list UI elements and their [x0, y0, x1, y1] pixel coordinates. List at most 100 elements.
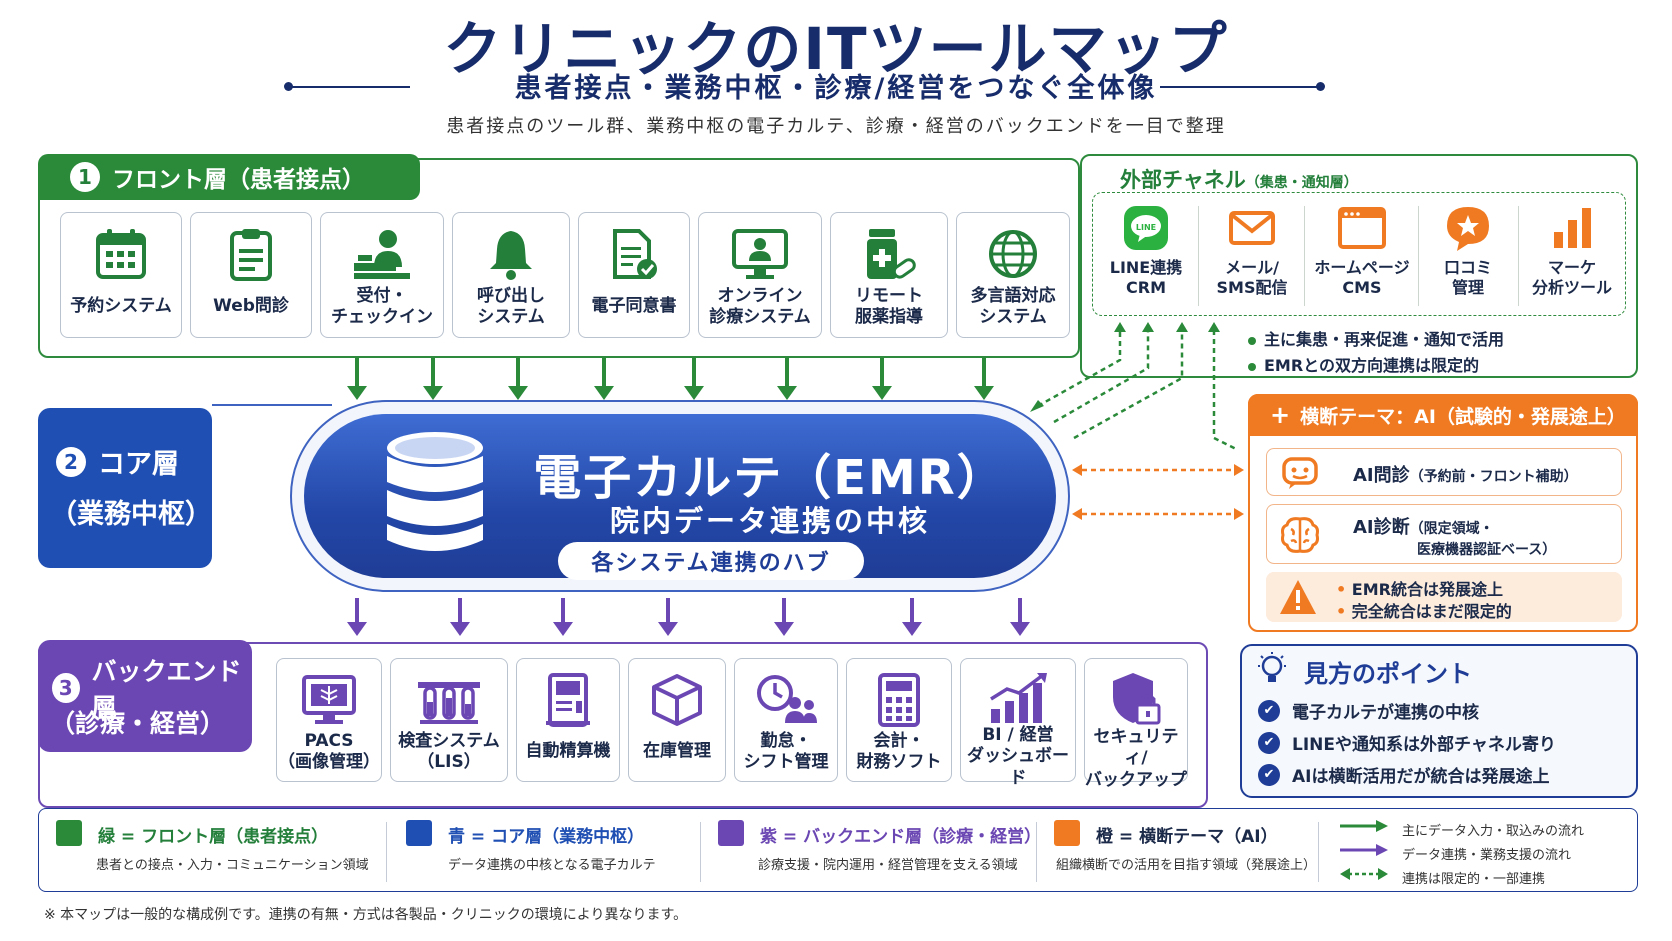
external-item-label: LINE連携 CRM — [1109, 258, 1183, 297]
ai-item-note: （限定領域・ — [1409, 521, 1494, 537]
back-card-label: 会計・ 財務ソフト — [856, 730, 942, 772]
legend-item-front: 緑 = フロント層（患者接点） 患者との接点・入力・コミュニケーション領域 — [56, 820, 369, 873]
payment-kiosk-icon — [544, 671, 592, 729]
ai-item-text: AI問診（予約前・フロント補助） — [1353, 461, 1578, 487]
legend-arrow-desc: 連携は限定的・一部連携 — [1402, 872, 1546, 887]
external-note: 主に集患・再来促進・通知で活用 — [1248, 326, 1504, 350]
external-item-line-crm[interactable]: LINE LINE連携 CRM — [1100, 204, 1192, 298]
external-item-homepage-cms[interactable]: ホームページ CMS — [1308, 204, 1416, 298]
growth-chart-icon — [987, 671, 1049, 725]
divider — [1318, 822, 1319, 882]
back-card-attendance[interactable]: 勤怠・ シフト管理 — [734, 658, 838, 782]
footnote: ※ 本マップは一般的な構成例です。連携の有無・方式は各製品・クリニックの環境によ… — [44, 907, 688, 923]
external-item-label: 口コミ 管理 — [1443, 258, 1492, 297]
legend-item-core: 青 = コア層（業務中枢） データ連携の中核となる電子カルテ — [406, 820, 656, 873]
chatbot-icon — [1282, 457, 1318, 489]
bar-chart-icon — [1554, 208, 1591, 248]
back-card-label: BI / 経営 ダッシュボード — [967, 725, 1069, 788]
brain-icon — [1281, 517, 1319, 553]
back-card-label: 在庫管理 — [643, 741, 711, 762]
ai-warning-text: 完全統合はまだ限定的 — [1351, 602, 1512, 621]
clipboard-icon — [224, 225, 278, 283]
purple-arrow — [450, 598, 470, 636]
legend-arrow-desc: 主にデータ入力・取込みの流れ — [1402, 824, 1585, 839]
subtitle-left-dot — [284, 82, 293, 91]
external-channel-frame — [1080, 154, 1638, 378]
front-card-reservation[interactable]: 予約システム — [60, 212, 182, 338]
green-arrow — [347, 358, 367, 400]
legend-item-back: 紫 = バックエンド層（診療・経営） 診療支援・院内運用・経営管理を支える領域 — [718, 820, 1041, 873]
front-card-multilingual[interactable]: 多言語対応 システム — [956, 212, 1070, 338]
back-layer-title: バックエンド層 — [91, 657, 242, 722]
external-item-marketing[interactable]: マーケ 分析ツール — [1522, 204, 1622, 298]
emr-hub-label: 各システム連携のハブ — [558, 542, 864, 580]
orange-bullet: • — [1336, 602, 1352, 621]
divider — [1304, 206, 1305, 306]
legend-desc: データ連携の中核となる電子カルテ — [448, 858, 656, 873]
back-card-pacs[interactable]: PACS （画像管理） — [276, 658, 382, 782]
front-card-remote-medication[interactable]: リモート 服薬指導 — [830, 212, 948, 338]
check-icon: ✔ — [1258, 731, 1280, 754]
back-card-accounting[interactable]: 会計・ 財務ソフト — [846, 658, 952, 782]
divider — [386, 822, 387, 882]
front-card-reception[interactable]: 受付・ チェックイン — [320, 212, 444, 338]
database-icon — [387, 432, 483, 551]
calendar-icon — [94, 225, 148, 283]
shield-lock-icon — [1109, 671, 1163, 727]
star-bubble-icon — [1447, 207, 1489, 251]
ai-item-note: （予約前・フロント補助） — [1409, 469, 1578, 485]
core-tab-line1: 2 コア層 — [56, 442, 179, 481]
check-icon: ✔ — [1258, 699, 1280, 722]
points-box — [1240, 644, 1638, 798]
back-card-bi-dashboard[interactable]: BI / 経営 ダッシュボード — [960, 658, 1076, 788]
ai-warning-text: EMR統合は発展途上 — [1351, 580, 1503, 599]
legend-desc: 組織横断での活用を目指す領域（発展途上） — [1056, 858, 1317, 873]
test-tube-icon — [416, 671, 482, 729]
core-layer-subtitle: （業務中枢） — [50, 499, 212, 530]
front-card-label: リモート 服薬指導 — [855, 285, 923, 327]
front-card-label: 呼び出し システム — [477, 285, 545, 327]
external-channel-box — [1092, 192, 1626, 316]
front-card-web-questionnaire[interactable]: Web問診 — [190, 212, 312, 338]
point-text: LINEや通知系は外部チャネル寄り — [1292, 735, 1556, 755]
points-title: 見方のポイント — [1304, 660, 1472, 688]
line-icon: LINE — [1124, 206, 1168, 250]
lightbulb-icon — [1258, 652, 1286, 682]
front-layer-title: フロント層（患者接点） — [112, 167, 365, 193]
front-card-online-consultation[interactable]: オンライン 診療システム — [698, 212, 822, 338]
back-card-payment-kiosk[interactable]: 自動精算機 — [516, 658, 620, 782]
purple-arrow — [902, 598, 922, 636]
front-layer-frame — [38, 158, 1080, 358]
back-card-label: セキュリティ/ バックアップ — [1085, 727, 1187, 790]
ai-item-diagnosis[interactable]: AI診断（限定領域・ 医療機器認証ベース） — [1266, 504, 1622, 564]
calculator-icon — [877, 671, 921, 729]
green-arrow — [594, 358, 614, 400]
core-to-ai-dotted-arrows — [1072, 464, 1244, 520]
box-icon — [650, 671, 704, 729]
ai-item-questionnaire[interactable]: AI問診（予約前・フロント補助） — [1266, 448, 1622, 496]
front-card-label: 電子同意書 — [591, 296, 677, 317]
ai-warning-line: • EMR統合は発展途上 — [1336, 576, 1503, 600]
reception-icon — [350, 225, 414, 283]
page-subtitle: 患者接点・業務中枢・診療/経営をつなぐ全体像 — [514, 73, 1158, 104]
ai-warning-line: • 完全統合はまだ限定的 — [1336, 598, 1512, 622]
ai-item-text: AI診断（限定領域・ — [1353, 513, 1494, 539]
external-item-review[interactable]: 口コミ 管理 — [1422, 204, 1514, 298]
external-note: EMRとの双方向連携は限定的 — [1248, 352, 1479, 376]
back-card-security[interactable]: セキュリティ/ バックアップ — [1084, 658, 1188, 790]
front-card-label: 予約システム — [70, 296, 172, 317]
divider — [1418, 206, 1419, 306]
back-card-label: PACS （画像管理） — [278, 730, 380, 772]
back-card-lis[interactable]: 検査システム （LIS） — [390, 658, 508, 782]
globe-icon — [986, 225, 1040, 283]
legend-title: 橙 = 横断テーマ（AI） — [1096, 827, 1278, 847]
purple-arrow-legend-icon — [1340, 844, 1388, 856]
front-card-e-consent[interactable]: 電子同意書 — [578, 212, 690, 338]
purple-arrow — [553, 598, 573, 636]
back-card-label: 検査システム （LIS） — [398, 730, 500, 772]
legend-arrow-icons — [1340, 820, 1388, 880]
back-card-label: 自動精算機 — [525, 741, 611, 762]
back-card-inventory[interactable]: 在庫管理 — [628, 658, 726, 782]
external-item-mail-sms[interactable]: メール/ SMS配信 — [1204, 204, 1300, 298]
front-card-call-system[interactable]: 呼び出し システム — [452, 212, 570, 338]
